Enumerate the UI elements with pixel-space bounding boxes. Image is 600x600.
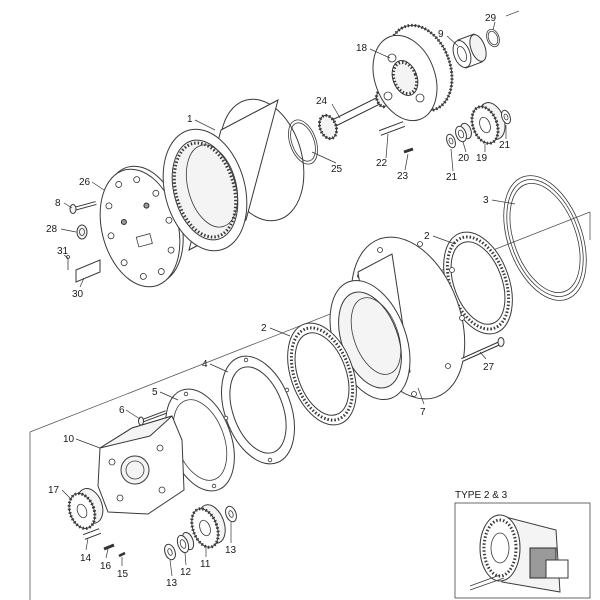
- callout-12: 12: [180, 567, 192, 578]
- part-22-pin[interactable]: [378, 121, 406, 136]
- part-16-pin[interactable]: [103, 543, 115, 551]
- part-14-shaft[interactable]: [82, 528, 102, 540]
- inset-drive-motor-illustration: [469, 514, 569, 593]
- part-29-snap-ring[interactable]: [484, 27, 501, 48]
- callout-21-right: 21: [499, 140, 511, 151]
- callout-15: 15: [117, 569, 129, 580]
- callout-3: 3: [483, 195, 489, 206]
- part-21-washer-right[interactable]: [500, 109, 512, 125]
- part-2-bearing-lower[interactable]: [275, 314, 370, 435]
- inset-label: TYPE 2 & 3: [455, 490, 508, 501]
- part-10-carrier[interactable]: [97, 415, 185, 515]
- callout-2-upper: 2: [424, 231, 430, 242]
- callout-9: 9: [438, 29, 444, 40]
- callout-22: 22: [376, 158, 388, 169]
- part-19-planet-gear[interactable]: [467, 99, 510, 147]
- callout-14: 14: [80, 553, 92, 564]
- callout-23: 23: [397, 171, 409, 182]
- callout-2-lower: 2: [261, 323, 267, 334]
- part-13-washer-right[interactable]: [224, 505, 239, 523]
- callout-4: 4: [202, 359, 208, 370]
- callout-20: 20: [458, 153, 470, 164]
- callout-13-right: 13: [225, 545, 237, 556]
- callout-5: 5: [152, 387, 158, 398]
- callout-labels: 29 9 18 1 24 25 22 23 20 19 21 21 26 8 2…: [46, 13, 511, 589]
- callout-27: 27: [483, 362, 495, 373]
- part-17-planet-gear[interactable]: [65, 485, 108, 532]
- callout-11: 11: [200, 559, 211, 570]
- part-9-bearing[interactable]: [450, 32, 490, 69]
- callout-24: 24: [316, 96, 328, 107]
- callout-13-left: 13: [166, 578, 178, 589]
- part-25-snap-ring[interactable]: [283, 116, 323, 168]
- callout-25: 25: [331, 164, 343, 175]
- callout-8: 8: [55, 198, 61, 209]
- part-2-bearing-upper[interactable]: [431, 223, 526, 344]
- part-3-seal-ring[interactable]: [488, 164, 600, 311]
- callout-1: 1: [187, 114, 193, 125]
- section-frame: [29, 10, 591, 600]
- part-12-bearing[interactable]: [175, 531, 196, 554]
- part-26-cover-plate[interactable]: [87, 157, 196, 296]
- part-6-bolt[interactable]: [138, 410, 167, 426]
- part-20-bearing[interactable]: [454, 122, 474, 143]
- callout-31: 31: [57, 246, 69, 257]
- part-23-spring-pin[interactable]: [403, 147, 414, 154]
- part-27-bolt[interactable]: [461, 337, 505, 362]
- part-1-ring-gear[interactable]: [150, 90, 316, 260]
- callout-28: 28: [46, 224, 58, 235]
- part-18-carrier[interactable]: [362, 16, 463, 129]
- part-30-name-plate[interactable]: [75, 259, 101, 283]
- part-28-plug[interactable]: [76, 224, 88, 240]
- part-13-washer-left[interactable]: [163, 543, 178, 561]
- part-4-spacer-ring[interactable]: [208, 346, 308, 474]
- inset-type-2-3: TYPE 2 & 3: [454, 490, 591, 599]
- callout-17: 17: [48, 485, 60, 496]
- callout-18: 18: [356, 43, 368, 54]
- callout-10: 10: [63, 434, 75, 445]
- callout-26: 26: [79, 177, 91, 188]
- part-8-bolt[interactable]: [69, 201, 97, 214]
- part-15-spring-pin[interactable]: [118, 551, 126, 558]
- part-21-washer-left[interactable]: [445, 133, 457, 149]
- callout-6: 6: [119, 405, 125, 416]
- callout-21-left: 21: [446, 172, 458, 183]
- part-11-planet-gear[interactable]: [187, 501, 230, 551]
- callout-29: 29: [485, 13, 497, 24]
- callout-19: 19: [476, 153, 488, 164]
- callout-7: 7: [420, 407, 426, 418]
- leader-lines: [60, 21, 516, 577]
- part-7-housing[interactable]: [315, 221, 486, 414]
- callout-30: 30: [72, 289, 84, 300]
- part-24-shaft[interactable]: [316, 89, 390, 141]
- callout-16: 16: [100, 561, 112, 572]
